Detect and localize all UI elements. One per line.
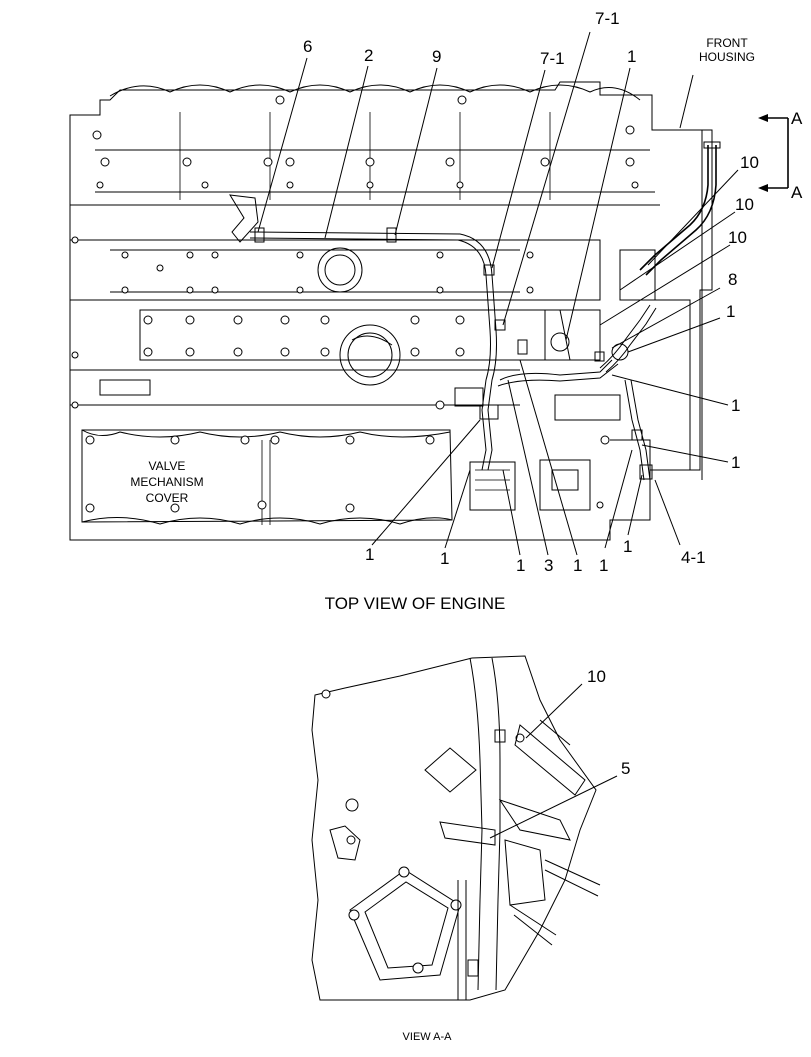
callout-7-1-top: 7-1	[595, 9, 620, 28]
callout-leaders	[257, 31, 739, 556]
callout-1-bottom-c: 1	[573, 556, 582, 575]
callout-1-left: 1	[365, 545, 374, 564]
view-callout-5: 5	[621, 759, 630, 778]
callout-1-right-b: 1	[731, 396, 740, 415]
callout-1-bottom-a: 1	[440, 549, 449, 568]
callout-1-bottom-b: 1	[516, 556, 525, 575]
callout-1-bottom-d: 1	[599, 556, 608, 575]
callout-4-1: 4-1	[681, 548, 706, 567]
callout-9: 9	[432, 47, 441, 66]
front-housing-label-line1: FRONT	[706, 36, 748, 50]
callout-3: 3	[544, 556, 553, 575]
view-a-a-title: VIEW A-A	[403, 1031, 453, 1043]
callout-1-right-a: 1	[726, 302, 735, 321]
wiring-harness	[249, 141, 721, 481]
callout-10-b: 10	[735, 195, 754, 214]
valve-cover-label-line2: MECHANISM	[130, 475, 203, 489]
callout-1-top: 1	[627, 47, 636, 66]
callout-10-c: 10	[728, 228, 747, 247]
callout-7-1-left: 7-1	[540, 49, 565, 68]
callout-1-right-c: 1	[731, 453, 740, 472]
valve-cover-label-line1: VALVE	[149, 459, 186, 473]
section-arrows: A A	[758, 109, 803, 202]
top-view-title: TOP VIEW OF ENGINE	[325, 594, 506, 613]
section-marker-top: A	[791, 109, 803, 128]
callout-1-bottom-e: 1	[623, 537, 632, 556]
engine-top-view: A A FRONT HOUSING VALVE MECHANISM COVER	[69, 9, 803, 613]
callout-6: 6	[303, 37, 312, 56]
bolt-heads	[71, 95, 639, 513]
view-leader-10	[525, 683, 583, 739]
view-leader-5	[489, 775, 618, 839]
view-callout-10: 10	[587, 667, 606, 686]
section-view-a-a: 10 5 VIEW A-A	[311, 655, 630, 1043]
valve-cover-label-line3: COVER	[146, 491, 189, 505]
callout-2: 2	[364, 46, 373, 65]
front-housing-label-line2: HOUSING	[699, 50, 755, 64]
callout-8: 8	[728, 270, 737, 289]
front-housing-leader	[679, 74, 694, 129]
section-marker-bottom: A	[791, 183, 803, 202]
callout-10-a: 10	[740, 153, 759, 172]
